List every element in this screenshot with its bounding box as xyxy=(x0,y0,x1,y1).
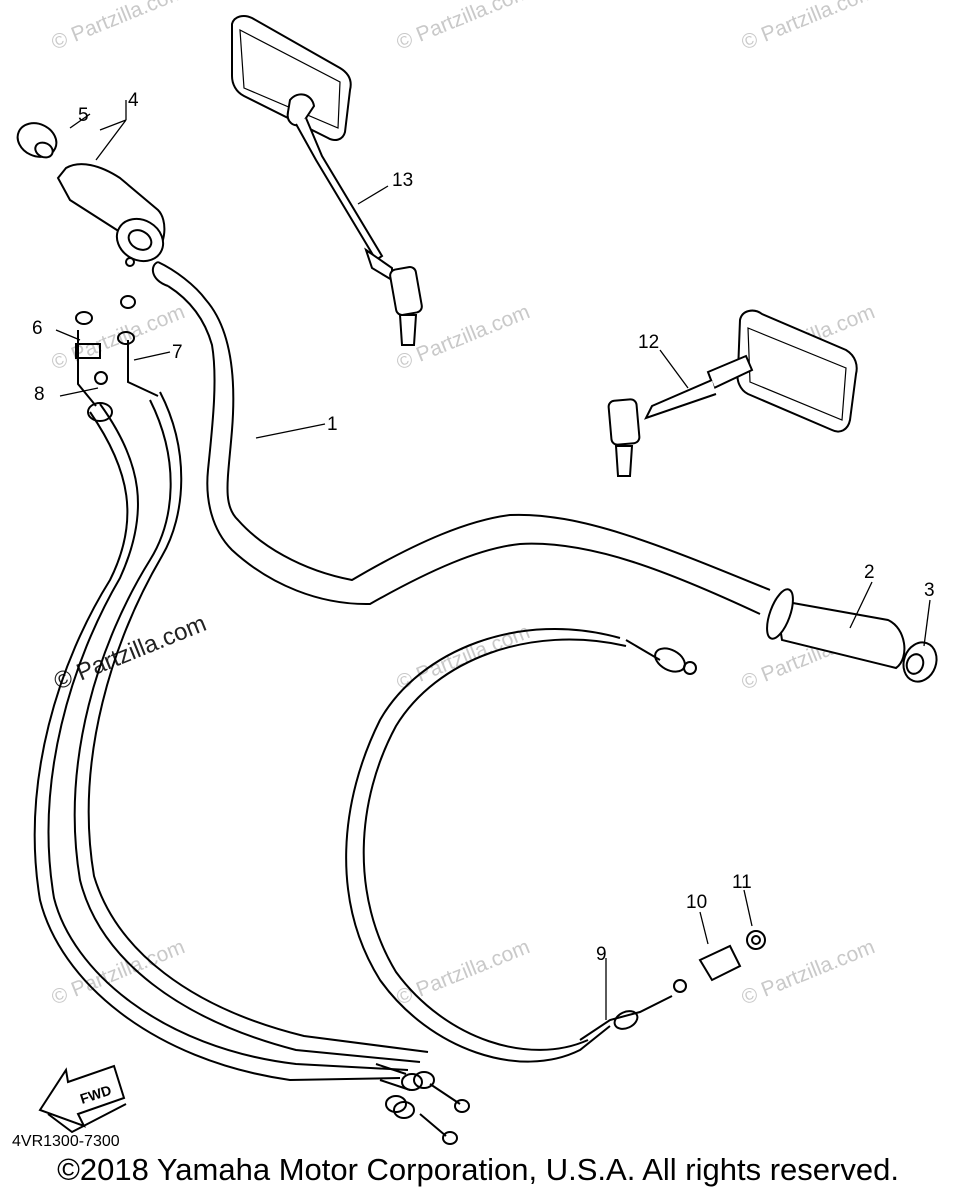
watermark: © Partzilla.com xyxy=(738,0,878,55)
callout-1: 1 xyxy=(327,414,338,435)
drawing-code: 4VR1300-7300 xyxy=(12,1133,120,1150)
callout-labels: 1 2 3 4 5 6 7 8 9 10 11 12 13 xyxy=(32,90,935,965)
watermark: © Partzilla.com xyxy=(393,620,533,694)
right-mirror xyxy=(607,309,858,477)
callout-3: 3 xyxy=(924,580,935,601)
watermark: © Partzilla.com xyxy=(393,935,533,1009)
watermark: © Partzilla.com xyxy=(48,935,188,1009)
right-grip xyxy=(766,588,938,683)
leader-lines xyxy=(55,100,931,1020)
copyright-notice: ©2018 Yamaha Motor Corporation, U.S.A. A… xyxy=(57,1152,899,1187)
throttle-cables xyxy=(33,295,470,1145)
callout-4: 4 xyxy=(128,90,139,111)
clutch-cable xyxy=(345,627,766,1063)
callout-2: 2 xyxy=(864,562,875,583)
fwd-arrow-icon: FWD xyxy=(38,1064,127,1134)
handlebar xyxy=(151,261,771,615)
callout-6: 6 xyxy=(32,318,43,339)
left-mirror xyxy=(231,15,423,346)
callout-8: 8 xyxy=(34,384,45,405)
watermark: © Partzilla.com xyxy=(393,0,533,55)
callout-7: 7 xyxy=(172,342,183,363)
watermark-layer: © Partzilla.com © Partzilla.com © Partzi… xyxy=(48,0,878,1010)
watermark: © Partzilla.com xyxy=(48,0,188,55)
callout-5: 5 xyxy=(78,105,89,126)
callout-9: 9 xyxy=(596,944,607,965)
callout-10: 10 xyxy=(686,892,707,913)
callout-12: 12 xyxy=(638,332,659,353)
callout-13: 13 xyxy=(392,170,413,191)
callout-11: 11 xyxy=(732,872,752,893)
left-grip xyxy=(16,122,166,267)
